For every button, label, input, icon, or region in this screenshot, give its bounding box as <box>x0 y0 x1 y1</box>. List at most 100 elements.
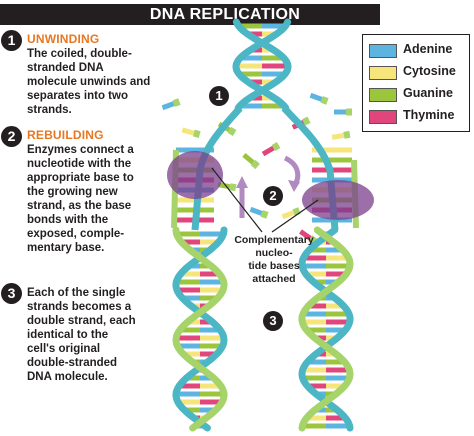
nucleotide-base <box>334 109 346 115</box>
step-2-line: nucleotide with the <box>27 158 132 170</box>
legend-label: Thymine <box>403 108 455 122</box>
step-2-line: appropriate base to <box>27 172 134 184</box>
enzymes <box>167 151 374 220</box>
nucleotide-sugar <box>271 141 281 152</box>
free-nucleotide <box>334 108 352 116</box>
pointer-line <box>271 199 319 233</box>
title-bar: DNA REPLICATION <box>0 4 380 25</box>
legend-item-guanine: Guanine <box>369 85 469 103</box>
step-3-line: identical to the <box>27 329 109 341</box>
free-nucleotide <box>261 141 281 157</box>
pointer-lines <box>211 155 319 233</box>
nucleotide-sugar <box>320 96 329 105</box>
step-3-text: Each of the single strands becomes a dou… <box>27 286 167 384</box>
callout-2-badge: 2 <box>263 186 283 206</box>
nucleotide-sugar <box>192 129 201 138</box>
free-nucleotide <box>242 152 260 170</box>
nucleotide-sugar <box>250 159 260 170</box>
nucleotide-base <box>331 132 345 140</box>
step-1-line: The coiled, double- <box>27 48 132 60</box>
step-2-line: mentary base. <box>27 242 105 254</box>
legend-item-thymine: Thymine <box>369 107 469 125</box>
pointer-line <box>211 167 263 233</box>
legend-label: Cytosine <box>403 64 456 78</box>
title-bar-extension <box>0 4 70 25</box>
step-1-line: separates into two <box>27 90 128 102</box>
callout-complementary-bases: Complementary nucleo- tide bases attache… <box>226 234 322 286</box>
legend-item-cytosine: Cytosine <box>369 63 469 81</box>
nucleotide-base <box>281 210 295 220</box>
arrow-curve-head <box>288 180 300 192</box>
nucleotide-sugar <box>229 183 237 192</box>
thymine-swatch <box>369 110 397 124</box>
step-3-line: double strand, each <box>27 315 136 327</box>
callout-line: attached <box>252 273 296 285</box>
callout-3-badge: 3 <box>263 311 283 331</box>
step-2-heading: REBUILDING <box>27 128 104 142</box>
guanine-swatch <box>369 88 397 102</box>
free-nucleotides <box>161 92 352 245</box>
nucleotide-sugar <box>346 108 352 116</box>
daughter-left-old-strand <box>172 226 228 432</box>
step-2-badge: 2 <box>1 126 22 147</box>
arrow-up-head <box>236 176 248 188</box>
step-2-line: exposed, comple- <box>27 228 125 240</box>
daughter-left-new-strand <box>172 226 228 432</box>
enzyme-right <box>302 180 374 220</box>
nucleotide-base <box>181 127 195 136</box>
step-2-line: strand, as the base <box>27 200 132 212</box>
callout-line: Complementary <box>234 234 314 246</box>
callout-1-badge: 1 <box>209 86 229 106</box>
nucleotide-sugar <box>227 126 237 137</box>
step-3-line: DNA molecule. <box>27 371 108 383</box>
free-nucleotide <box>249 206 269 219</box>
step-1-badge: 1 <box>1 30 22 51</box>
parent-backbone-b <box>232 18 292 112</box>
daughter-right-new-strand <box>298 226 354 432</box>
step-1-line: stranded DNA <box>27 62 104 74</box>
free-nucleotide <box>181 127 201 138</box>
step-3-line: cell's original <box>27 343 101 355</box>
free-nucleotide <box>161 98 181 111</box>
legend-label: Adenine <box>403 42 453 56</box>
step-2-text: Enzymes connect a nucleotide with the ap… <box>27 143 167 255</box>
legend-item-adenine: Adenine <box>369 41 469 59</box>
free-nucleotide <box>299 229 318 245</box>
nucleotide-base <box>261 145 275 157</box>
nucleotide-base <box>242 152 255 165</box>
free-nucleotide <box>309 92 329 105</box>
step-1-line: molecule unwinds and <box>27 76 151 88</box>
daughter-right-old-strand <box>298 226 354 432</box>
nucleotide-base <box>309 92 323 102</box>
adenine-swatch <box>369 44 397 58</box>
nucleotide-sugar <box>343 130 351 139</box>
callout-line: nucleo- <box>255 247 293 259</box>
legend: Adenine Cytosine Guanine Thymine <box>362 34 470 132</box>
step-1-heading: UNWINDING <box>27 32 100 46</box>
step-2-line: the growing new <box>27 186 118 198</box>
nucleotide-base <box>161 101 175 111</box>
parent-backbone-a <box>232 18 292 112</box>
nucleotide-sugar <box>302 116 311 126</box>
page-title: DNA REPLICATION <box>149 6 301 23</box>
enzyme-left <box>167 151 223 199</box>
step-3-line: double-stranded <box>27 357 118 369</box>
legend-label: Guanine <box>403 86 454 100</box>
nucleotide-sugar <box>260 210 269 219</box>
callout-line: tide bases <box>248 260 300 272</box>
free-nucleotide <box>331 130 351 140</box>
step-1-text: The coiled, double- stranded DNA molecul… <box>27 47 167 117</box>
nucleotide-base <box>249 206 263 216</box>
nucleotide-base <box>299 229 312 241</box>
fork-right-backbone <box>281 105 339 231</box>
step-2-line: bonds with the <box>27 214 109 226</box>
nucleotide-sugar <box>172 98 181 107</box>
step-2-line: Enzymes connect a <box>27 144 134 156</box>
step-3-line: strands becomes a <box>27 301 132 313</box>
step-3-badge: 3 <box>1 283 22 304</box>
step-1-line: strands. <box>27 104 72 116</box>
step-3-line: Each of the single <box>27 287 126 299</box>
nucleotide-sugar <box>308 235 318 245</box>
cytosine-swatch <box>369 66 397 80</box>
